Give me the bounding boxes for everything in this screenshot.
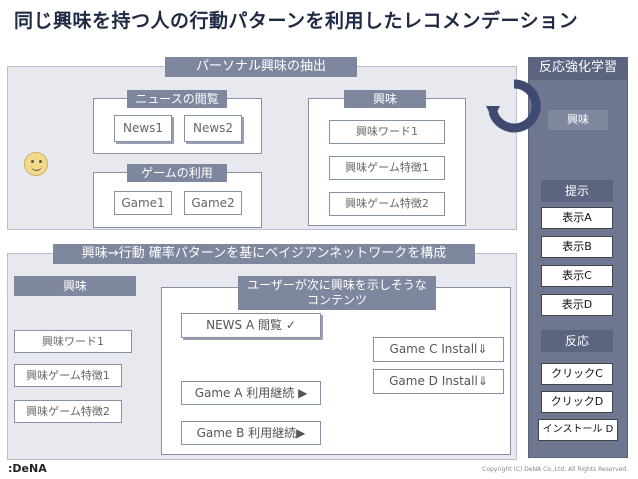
install-item[interactable]: Game D Install⇓ bbox=[373, 369, 504, 394]
footer bbox=[0, 463, 638, 479]
present-item[interactable]: 表示B bbox=[541, 236, 613, 258]
game-item[interactable]: Game2 bbox=[184, 191, 242, 215]
news-item[interactable]: News2 bbox=[184, 115, 242, 142]
game-group-label: ゲームの利用 bbox=[127, 164, 227, 182]
reaction-item[interactable]: インストール D bbox=[538, 419, 618, 441]
content-item[interactable]: Game A 利用継続 ▶ bbox=[181, 381, 321, 405]
user-smiley-icon bbox=[24, 152, 48, 176]
install-item[interactable]: Game C Install⇓ bbox=[373, 337, 504, 362]
cycle-arrow-icon bbox=[486, 79, 541, 133]
dena-logo: :DeNA bbox=[8, 462, 47, 475]
interest-item[interactable]: 興味ワード1 bbox=[329, 120, 445, 144]
bn-interest-item[interactable]: 興味ゲーム特徴2 bbox=[14, 400, 122, 423]
present-item[interactable]: 表示C bbox=[541, 265, 613, 287]
reaction-item[interactable]: クリックC bbox=[541, 363, 613, 385]
rl-interest-label: 興味 bbox=[548, 110, 608, 130]
game-item[interactable]: Game1 bbox=[114, 191, 172, 215]
content-item[interactable]: Game B 利用継続▶ bbox=[181, 421, 321, 445]
present-item[interactable]: 表示A bbox=[541, 207, 613, 229]
news-item[interactable]: News1 bbox=[114, 115, 172, 142]
contents-label: ユーザーが次に興味を示しそうな コンテンツ bbox=[238, 276, 436, 310]
personal-interest-header: パーソナル興味の抽出 bbox=[165, 57, 357, 77]
present-item[interactable]: 表示D bbox=[541, 294, 613, 316]
contents-label-line2: コンテンツ bbox=[306, 293, 367, 307]
present-label: 提示 bbox=[541, 180, 613, 202]
bn-interest-item[interactable]: 興味ワード1 bbox=[14, 330, 132, 353]
interest-column-label: 興味 bbox=[14, 276, 136, 296]
reaction-label: 反応 bbox=[541, 330, 613, 352]
copyright-text: Copyright (C) DeNA Co.,Ltd. All Rights R… bbox=[482, 466, 628, 473]
interest-item[interactable]: 興味ゲーム特徴1 bbox=[329, 156, 445, 180]
contents-label-line1: ユーザーが次に興味を示しそうな bbox=[247, 278, 427, 292]
bn-interest-item[interactable]: 興味ゲーム特徴1 bbox=[14, 364, 122, 387]
bayesian-network-header: 興味→行動 確率パターンを基にベイジアンネットワークを構成 bbox=[53, 244, 475, 264]
reinforcement-learning-header: 反応強化学習 bbox=[528, 57, 628, 79]
content-item[interactable]: NEWS A 閲覧 ✓ bbox=[181, 313, 321, 338]
interest-group-label: 興味 bbox=[344, 90, 426, 108]
interest-item[interactable]: 興味ゲーム特徴2 bbox=[329, 192, 445, 216]
news-group-label: ニュースの閲覧 bbox=[127, 90, 227, 108]
page-title: 同じ興味を持つ人の行動パターンを利用したレコメンデーション bbox=[14, 10, 579, 32]
reaction-item[interactable]: クリックD bbox=[541, 391, 613, 413]
